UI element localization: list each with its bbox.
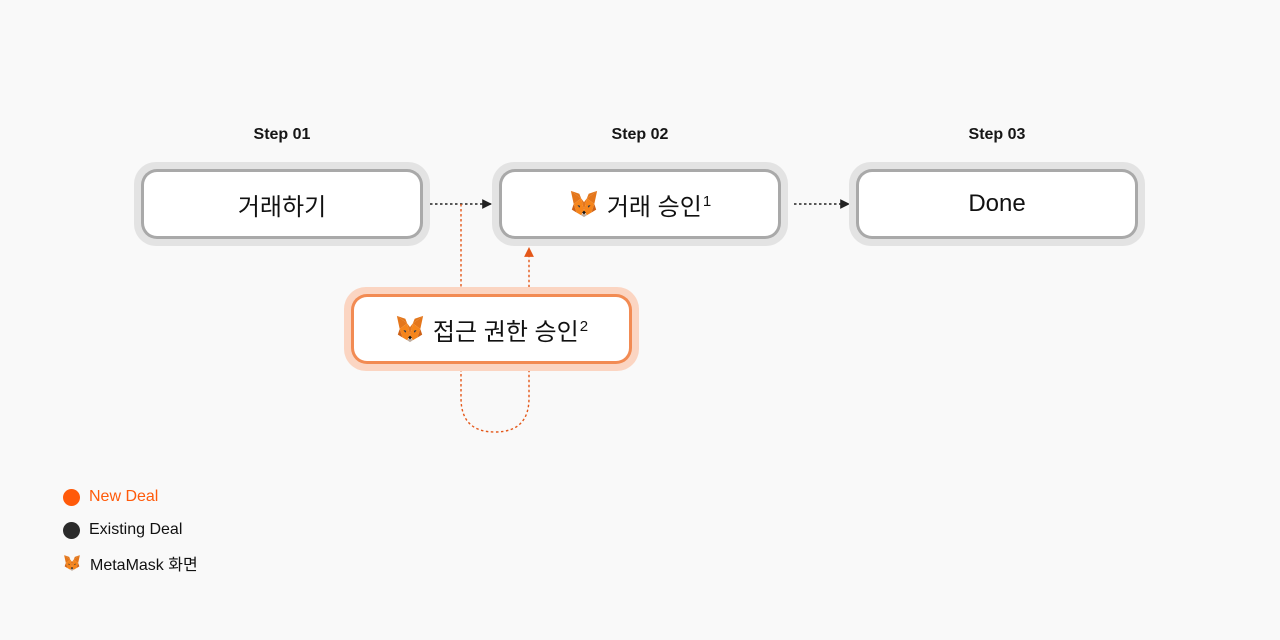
step-03-label: Step 03 bbox=[968, 126, 1026, 143]
legend-metamask: MetaMask 화면 bbox=[63, 552, 198, 574]
metamask-fox-icon bbox=[395, 314, 425, 344]
step-01-node: 거래하기 bbox=[134, 162, 430, 246]
orange-dot-icon bbox=[63, 488, 80, 506]
step-01-label: Step 01 bbox=[253, 126, 311, 143]
legend-new-deal: New Deal bbox=[63, 486, 158, 508]
step-02-node: 거래 승인1 bbox=[492, 162, 788, 246]
legend-metamask-label: MetaMask 화면 bbox=[90, 557, 198, 574]
branch-footnote: 2 bbox=[579, 317, 589, 335]
branch-text: 접근 권한 승인 bbox=[432, 318, 579, 346]
step-02-label: Step 02 bbox=[611, 126, 669, 143]
step-03-text: Done bbox=[968, 190, 1026, 217]
metamask-fox-icon bbox=[63, 554, 81, 572]
step-02-text: 거래 승인 bbox=[606, 193, 702, 221]
legend-existing-deal-label: Existing Deal bbox=[89, 521, 183, 538]
legend-existing-deal: Existing Deal bbox=[63, 519, 182, 541]
step-03-node: Done bbox=[849, 162, 1145, 246]
branch-node-access-approval: 접근 권한 승인2 bbox=[344, 287, 639, 371]
arrow-branch-loop bbox=[460, 204, 534, 433]
step-01-text: 거래하기 bbox=[237, 193, 327, 221]
legend-new-deal-label: New Deal bbox=[89, 488, 159, 505]
step-02-footnote: 1 bbox=[702, 192, 712, 210]
metamask-fox-icon bbox=[569, 189, 599, 219]
dark-dot-icon bbox=[63, 521, 80, 539]
